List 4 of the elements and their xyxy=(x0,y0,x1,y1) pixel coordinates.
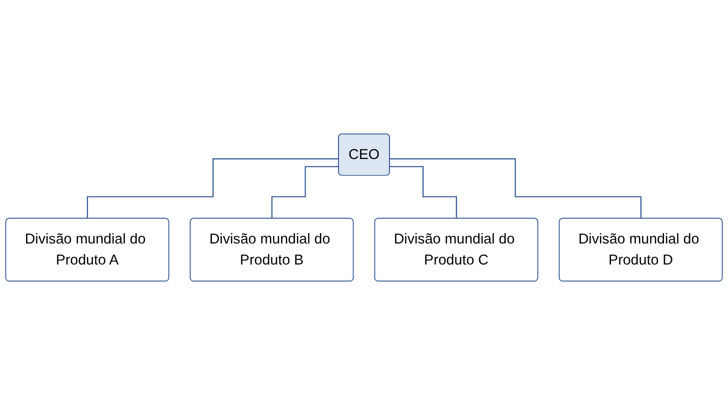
connector xyxy=(271,166,339,220)
connector xyxy=(86,158,339,220)
connector xyxy=(390,166,458,220)
connector xyxy=(390,158,642,220)
